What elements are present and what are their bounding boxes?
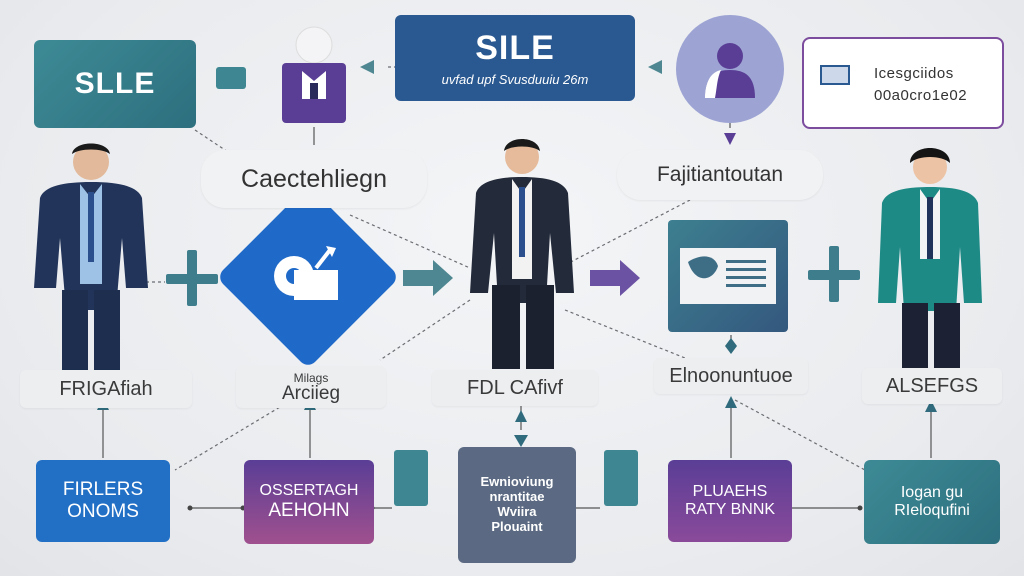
document-icon <box>680 248 776 304</box>
mid-right-pill-label: Fajitiantoutan <box>656 163 784 186</box>
node-1-line-2: ONOMS <box>67 501 139 522</box>
top-left-title: SLLE <box>74 67 156 100</box>
top-center-title: SILE <box>475 29 555 67</box>
profile-icon <box>676 15 784 123</box>
id-card-line-2: 00a0cro1e02 <box>874 86 968 104</box>
label-1-text: FRIGAfiah <box>59 377 153 400</box>
user-avatar-node <box>280 25 350 125</box>
id-card: Icesgciidos 00a0cro1e02 <box>802 37 1004 129</box>
node-1-line-1: FIRLERS <box>62 479 144 501</box>
id-card-text: Icesgciidos 00a0cro1e02 <box>874 63 967 107</box>
id-card-icon <box>820 65 850 85</box>
node-5: Iogan gu RIeloqufini <box>864 460 1000 544</box>
label-2: Milags Arciieg <box>236 366 386 408</box>
user-avatar-icon <box>282 26 346 123</box>
diamond-camera-node <box>268 240 348 310</box>
mid-left-pill-label: Caectehliegn <box>241 164 387 193</box>
profile-node <box>675 14 785 124</box>
node-3-line-4: Plouaint <box>491 518 543 534</box>
node-3-line-3: Wviira <box>497 504 537 519</box>
connector-square <box>394 450 428 506</box>
label-4: Elnoonuntuoe <box>654 358 808 394</box>
node-3-line-1: Ewnioviung <box>480 474 554 490</box>
label-3-text: FDL CAfivf <box>467 376 563 399</box>
top-center-subtitle: uvfad upf Svusduuiu 26m <box>441 72 589 87</box>
person-left <box>34 140 154 372</box>
label-5: ALSEFGS <box>862 368 1002 404</box>
label-3: FDL CAfivf <box>432 370 598 406</box>
mid-right-pill: Fajitiantoutan <box>617 150 823 200</box>
label-2-line-2: Arciieg <box>281 382 341 404</box>
top-center-title-box: SILE uvfad upf Svusduuiu 26m <box>395 15 635 101</box>
mid-left-pill: Caectehliegn <box>201 150 427 208</box>
person-right <box>876 145 984 370</box>
label-2-line-1: Milags <box>293 370 329 385</box>
person-center <box>468 135 578 370</box>
label-5-text: ALSEFGS <box>885 374 979 397</box>
node-2-line-1: OSSERTAGH <box>259 481 359 499</box>
node-4-line-1: PLUAEHS <box>692 482 768 500</box>
node-5-line-2: RIeloqufini <box>894 502 970 519</box>
label-4-text: Elnoonuntuoe <box>669 364 793 387</box>
id-card-line-1: Icesgciidos <box>874 65 954 82</box>
person-suit-icon <box>470 139 574 369</box>
connector-square <box>216 67 246 89</box>
camera-icon <box>274 246 338 300</box>
node-4-line-2: RATY BNNK <box>684 501 776 518</box>
document-card <box>668 220 788 332</box>
node-3: Ewnioviung nrantitae Wviira Plouaint <box>458 447 576 563</box>
node-2: OSSERTAGH AEHOHN <box>244 460 374 544</box>
node-1: FIRLERS ONOMS <box>36 460 170 542</box>
node-3-line-2: nrantitae <box>489 489 545 505</box>
node-2-line-2: AEHOHN <box>268 500 350 522</box>
label-1: FRIGAfiah <box>20 370 192 408</box>
node-4: PLUAEHS RATY BNNK <box>668 460 792 542</box>
top-left-title-box: SLLE <box>34 40 196 128</box>
person-suit-icon <box>34 143 148 370</box>
connector-square <box>604 450 638 506</box>
person-suit-icon <box>878 148 982 369</box>
node-5-line-1: Iogan gu <box>900 483 964 501</box>
